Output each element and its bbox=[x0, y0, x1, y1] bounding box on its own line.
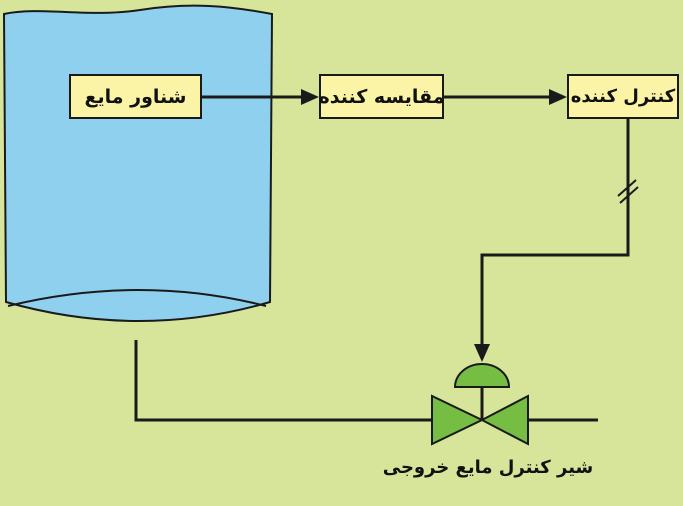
valve-actuator bbox=[453, 363, 511, 388]
comparator-block: مقایسه کننده bbox=[319, 74, 444, 119]
signal-break-mark-2 bbox=[619, 186, 639, 204]
valve-caption: شیر کنترل مایع خروجی bbox=[382, 457, 594, 478]
arrowhead-controller bbox=[549, 89, 567, 105]
liquid-float-block: شناور مایع bbox=[69, 74, 202, 119]
outlet-pipe bbox=[134, 340, 432, 422]
tank bbox=[2, 4, 274, 322]
signal-break-mark-1 bbox=[617, 179, 637, 197]
arrowhead-comparator bbox=[301, 89, 319, 105]
controller-block: کنترل کننده bbox=[567, 74, 679, 119]
tank-liquid-surface bbox=[7, 289, 267, 307]
valve-body-left bbox=[431, 394, 485, 446]
arrowhead-valve bbox=[474, 344, 490, 362]
valve-body-right bbox=[479, 394, 529, 446]
